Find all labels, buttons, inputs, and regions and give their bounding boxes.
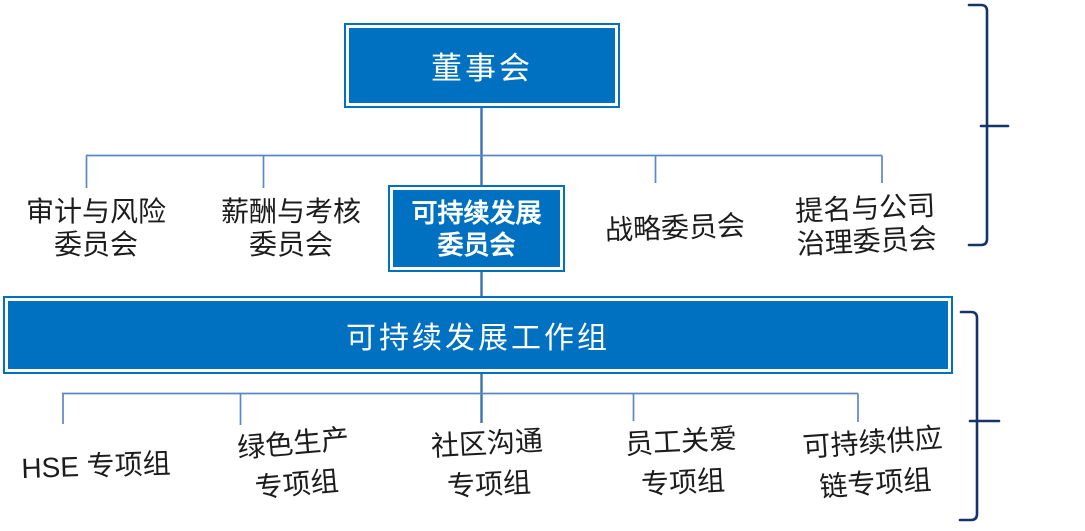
taskgroup-level-bracket <box>958 310 979 522</box>
node-sustainability-committee: 可持续发展 委员会 <box>388 185 565 272</box>
node-green-production-task-group: 绿色生产 专项组 <box>236 423 351 504</box>
node-hse-task-group: HSE 专项组 <box>20 447 172 485</box>
node-employee-care-task-group: 员工关爱 专项组 <box>624 423 738 501</box>
node-sustainable-supply-chain-task-group: 可持续供应 链专项组 <box>801 422 944 503</box>
node-nomination-governance-committee: 提名与公司 治理委员会 <box>794 189 938 261</box>
node-audit-risk-committee: 审计与风险 委员会 <box>25 196 167 260</box>
node-sustainability-working-group: 可持续发展工作组 <box>3 296 953 374</box>
node-community-task-group: 社区沟通 专项组 <box>430 425 544 503</box>
node-compensation-committee: 薪酬与考核 委员会 <box>220 196 362 260</box>
node-strategy-committee: 战略委员会 <box>604 210 746 246</box>
node-board-of-directors: 董事会 <box>344 23 620 108</box>
